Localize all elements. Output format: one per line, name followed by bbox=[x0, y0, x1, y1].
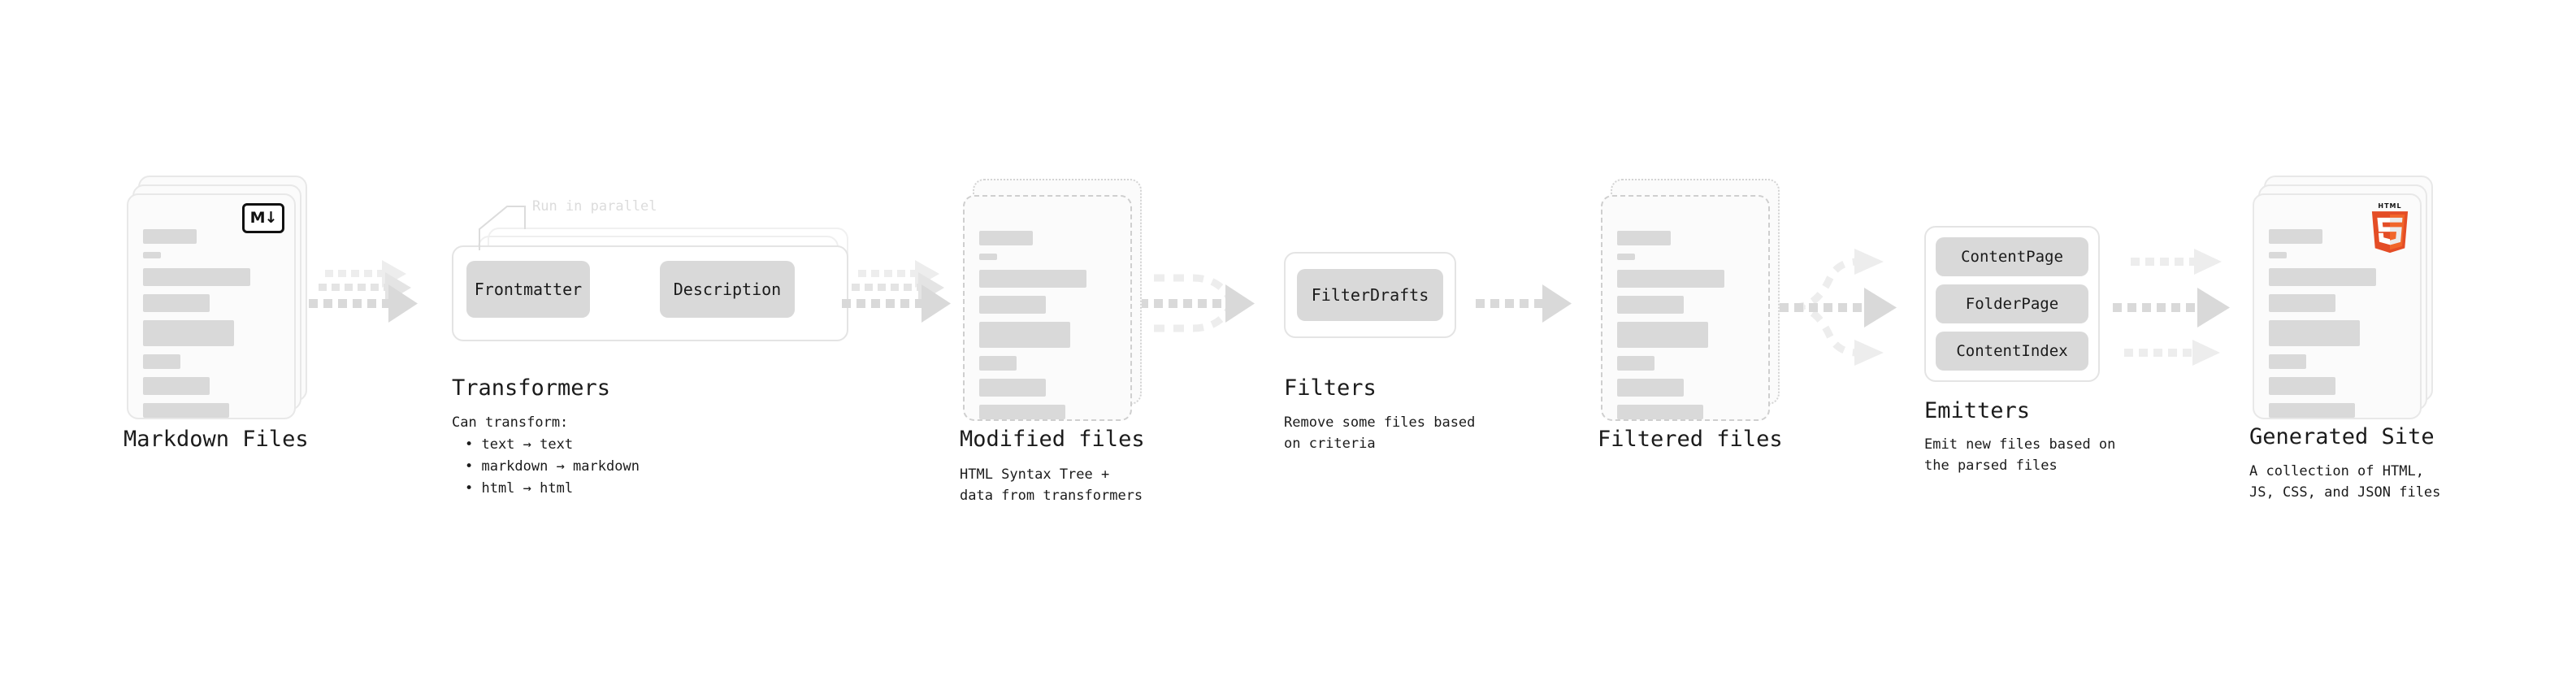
markdown-icon: M↓ bbox=[242, 203, 284, 233]
filters-subtitle: Remove some files based on criteria bbox=[1284, 414, 1476, 452]
emitter-chip-folderpage[interactable]: FolderPage bbox=[1936, 284, 2088, 323]
skeleton-line bbox=[979, 405, 1065, 419]
run-in-parallel-note: Run in parallel bbox=[532, 198, 657, 215]
filtered-files-title: Filtered files bbox=[1598, 427, 1783, 452]
skeleton-line bbox=[979, 322, 1070, 348]
skeleton-line bbox=[143, 252, 161, 258]
skeleton-line bbox=[1617, 356, 1654, 371]
modified-card-front bbox=[963, 195, 1132, 421]
transformer-chip-frontmatter[interactable]: Frontmatter bbox=[466, 261, 590, 318]
modified-files-card-stack bbox=[963, 179, 1142, 423]
skeleton-line bbox=[1617, 296, 1684, 314]
skeleton-line bbox=[979, 254, 997, 260]
skeleton-line bbox=[143, 320, 234, 346]
transformers-bullet-0: • text → text bbox=[465, 436, 574, 453]
skeleton-line bbox=[143, 403, 229, 418]
skeleton-line bbox=[979, 270, 1086, 288]
skeleton-line bbox=[143, 354, 180, 369]
skeleton-line bbox=[1617, 270, 1724, 288]
skeleton-line bbox=[2269, 294, 2335, 312]
skeleton-line bbox=[2269, 403, 2355, 418]
transformers-bullet-1: • markdown → markdown bbox=[465, 458, 640, 475]
filtered-files-card-stack bbox=[1601, 179, 1780, 423]
skeleton-line bbox=[1617, 254, 1635, 260]
skeleton-line bbox=[143, 294, 210, 312]
emitter-chip-contentindex[interactable]: ContentIndex bbox=[1936, 332, 2088, 371]
transformer-chip-description[interactable]: Description bbox=[660, 261, 795, 318]
skeleton-line bbox=[2269, 252, 2287, 258]
skeleton-line bbox=[2269, 229, 2322, 244]
filtered-card-front bbox=[1601, 195, 1770, 421]
generated-site-card-stack: CSS HTML bbox=[2253, 176, 2433, 421]
arrow-emitters-to-site bbox=[2113, 249, 2230, 366]
arrow-markdown-to-transformers bbox=[309, 260, 418, 323]
arrow-filtered-to-emitters bbox=[1780, 249, 1897, 366]
skeleton-line bbox=[979, 296, 1046, 314]
markdown-files-title: Markdown Files bbox=[124, 427, 309, 452]
skeleton-line bbox=[1617, 405, 1703, 419]
arrow-filters-to-filtered bbox=[1476, 284, 1572, 323]
skeleton-line bbox=[2269, 377, 2335, 395]
html5-icon: HTML bbox=[2370, 203, 2410, 254]
skeleton-line bbox=[979, 231, 1033, 245]
skeleton-line bbox=[1617, 379, 1684, 397]
emitters-subtitle: Emit new files based on the parsed files bbox=[1924, 436, 2116, 474]
site-card-front-html: HTML bbox=[2253, 193, 2422, 419]
skeleton-line bbox=[143, 377, 210, 395]
arrow-modified-to-filters bbox=[1139, 274, 1255, 332]
generated-site-subtitle: A collection of HTML, JS, CSS, and JSON … bbox=[2249, 463, 2441, 501]
emitters-title: Emitters bbox=[1924, 398, 2031, 423]
arrow-transformers-to-modified bbox=[842, 260, 951, 323]
skeleton-line bbox=[143, 268, 250, 286]
generated-site-title: Generated Site bbox=[2249, 424, 2435, 449]
skeleton-line bbox=[979, 379, 1046, 397]
transformers-subtitle-heading: Can transform: bbox=[452, 414, 569, 431]
transformers-bullet-2: • html → html bbox=[465, 480, 574, 497]
skeleton-line bbox=[143, 229, 197, 244]
skeleton-line bbox=[2269, 354, 2306, 369]
skeleton-line bbox=[1617, 231, 1671, 245]
modified-files-title: Modified files bbox=[960, 427, 1145, 452]
markdown-card-front: M↓ bbox=[127, 193, 296, 419]
parallel-bracket bbox=[479, 206, 526, 250]
transformers-title: Transformers bbox=[452, 375, 611, 401]
skeleton-line bbox=[2269, 320, 2360, 346]
skeleton-line bbox=[2269, 268, 2376, 286]
filters-title: Filters bbox=[1284, 375, 1377, 401]
skeleton-line bbox=[979, 356, 1017, 371]
filter-chip-filterdrafts[interactable]: FilterDrafts bbox=[1297, 269, 1443, 321]
skeleton-line bbox=[1617, 322, 1708, 348]
markdown-files-card-stack: M↓ M↓ M↓ bbox=[127, 176, 307, 421]
emitter-chip-contentpage[interactable]: ContentPage bbox=[1936, 237, 2088, 276]
modified-files-subtitle: HTML Syntax Tree + data from transformer… bbox=[960, 466, 1143, 504]
